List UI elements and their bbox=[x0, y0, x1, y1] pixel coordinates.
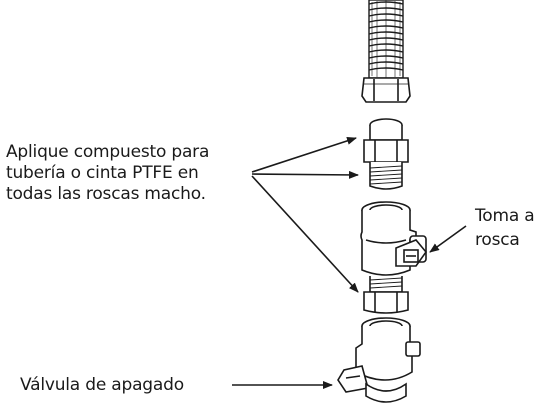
shutoff-valve-callout: Válvula de apagado bbox=[20, 375, 184, 395]
thread-sealant-callout: Aplique compuesto para tubería o cinta P… bbox=[6, 142, 209, 205]
hex-coupling-nut-icon bbox=[361, 77, 411, 103]
tee-fitting-icon bbox=[360, 201, 428, 276]
shutoff-valve-icon bbox=[337, 317, 421, 403]
braided-hose-icon bbox=[368, 0, 404, 79]
tap-callout-arrow bbox=[429, 225, 467, 253]
callout-line: tubería o cinta PTFE en bbox=[6, 163, 199, 183]
callout-line: todas las roscas macho. bbox=[6, 184, 206, 204]
callout-line: Toma a bbox=[475, 206, 535, 226]
callout-line: rosca bbox=[475, 230, 520, 250]
upper-nipple-icon bbox=[363, 118, 409, 190]
lower-nipple-icon bbox=[363, 276, 409, 314]
callout-line: Aplique compuesto para bbox=[6, 142, 210, 162]
sealant-callout-arrows bbox=[251, 136, 359, 293]
threaded-tap-callout: Toma a rosca bbox=[475, 206, 535, 254]
